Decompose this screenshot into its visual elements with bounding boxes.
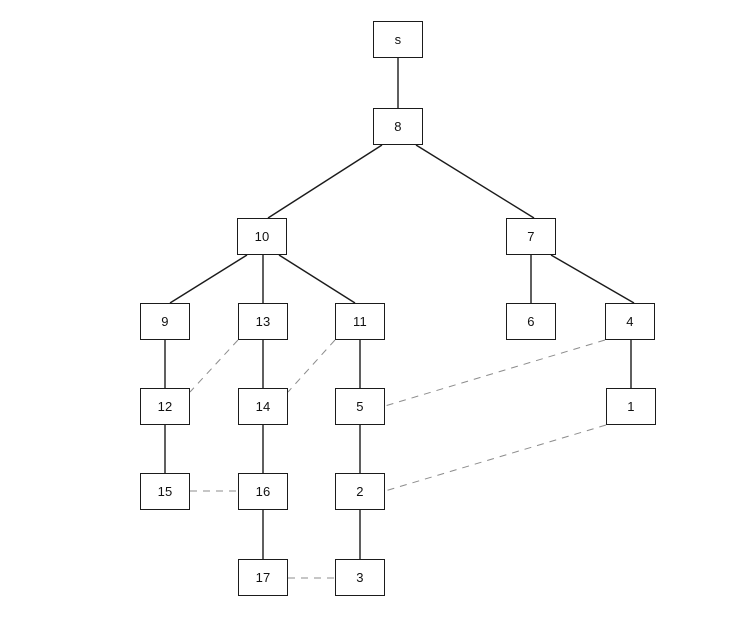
node-12[interactable]: 12	[140, 388, 190, 425]
edge-13-12	[189, 339, 239, 393]
node-label-6: 6	[527, 314, 535, 329]
node-label-9: 9	[161, 314, 169, 329]
node-label-2: 2	[356, 484, 364, 499]
node-label-13: 13	[255, 314, 271, 329]
node-label-16: 16	[255, 484, 271, 499]
edge-10-9	[169, 254, 248, 304]
node-label-5: 5	[356, 399, 364, 414]
node-14[interactable]: 14	[238, 388, 288, 425]
node-label-14: 14	[255, 399, 271, 414]
edge-8-7	[415, 144, 535, 219]
node-9[interactable]: 9	[140, 303, 190, 340]
node-10[interactable]: 10	[237, 218, 287, 255]
node-label-8: 8	[394, 119, 402, 134]
node-s[interactable]: s	[373, 21, 423, 58]
edge-4-5	[384, 339, 606, 407]
node-label-3: 3	[356, 570, 364, 585]
edge-8-10	[267, 144, 383, 219]
edge-7-4	[550, 254, 635, 304]
edge-10-11	[278, 254, 356, 304]
node-2[interactable]: 2	[335, 473, 385, 510]
node-6[interactable]: 6	[506, 303, 556, 340]
node-label-17: 17	[255, 570, 271, 585]
node-16[interactable]: 16	[238, 473, 288, 510]
node-label-s: s	[394, 32, 402, 47]
edge-1-2	[384, 424, 607, 492]
node-label-12: 12	[157, 399, 173, 414]
node-5[interactable]: 5	[335, 388, 385, 425]
node-label-10: 10	[254, 229, 270, 244]
node-label-1: 1	[627, 399, 635, 414]
node-label-4: 4	[626, 314, 634, 329]
node-17[interactable]: 17	[238, 559, 288, 596]
node-13[interactable]: 13	[238, 303, 288, 340]
node-15[interactable]: 15	[140, 473, 190, 510]
node-8[interactable]: 8	[373, 108, 423, 145]
node-label-15: 15	[157, 484, 173, 499]
node-11[interactable]: 11	[335, 303, 385, 340]
node-3[interactable]: 3	[335, 559, 385, 596]
node-4[interactable]: 4	[605, 303, 655, 340]
node-label-11: 11	[353, 314, 367, 329]
edge-11-14	[287, 339, 336, 393]
node-7[interactable]: 7	[506, 218, 556, 255]
node-label-7: 7	[527, 229, 535, 244]
node-1[interactable]: 1	[606, 388, 656, 425]
